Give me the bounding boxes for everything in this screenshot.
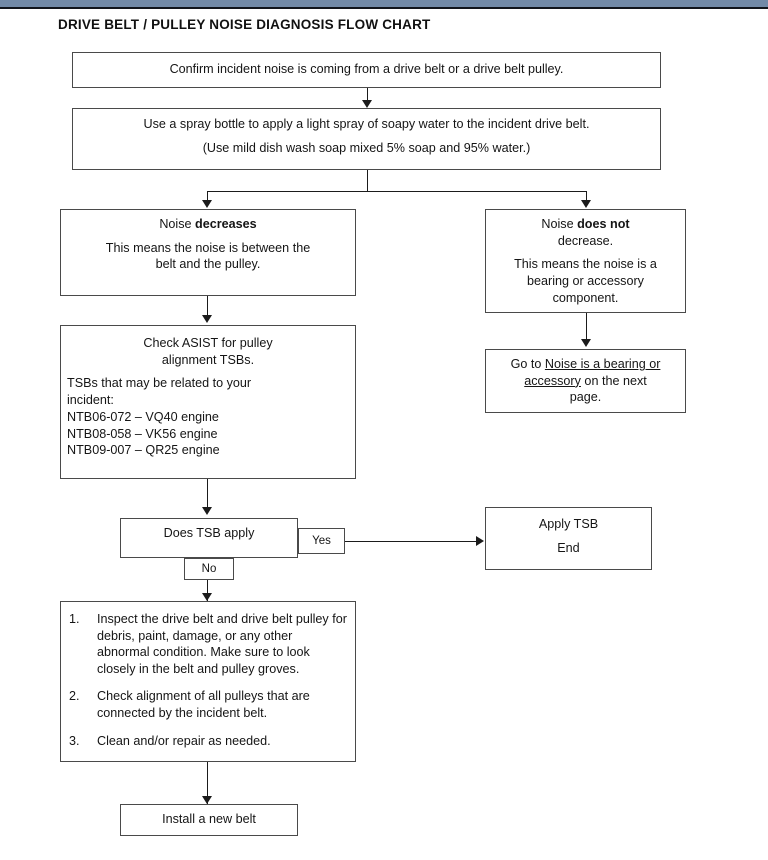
connector-asist-to-decision xyxy=(207,479,208,509)
node-noise-does-not-decrease-heading-line2: decrease. xyxy=(557,233,614,248)
node-check-asist-body-line1: TSBs that may be related to your xyxy=(67,376,252,391)
node-noise-decreases-heading-prefix: Noise xyxy=(159,217,196,231)
list-item: 3. Clean and/or repair as needed. xyxy=(67,733,347,750)
node-noise-does-not-decrease-heading-prefix: Noise xyxy=(541,217,578,231)
node-apply-soapy-water-line1: Use a spray bottle to apply a light spra… xyxy=(143,117,590,131)
node-go-to-next-page-line1: Go to Noise is a bearing or xyxy=(495,356,676,373)
node-check-asist-tsb-2: NTB09-007 – QR25 engine xyxy=(67,443,220,458)
node-noise-decreases-heading-bold: decreases xyxy=(195,217,257,231)
node-go-to-next-page-tail: page. xyxy=(569,390,602,405)
arrowhead-asist-to-decision xyxy=(202,507,212,515)
node-install-new-belt: Install a new belt xyxy=(120,804,298,836)
node-install-new-belt-text: Install a new belt xyxy=(162,812,256,826)
node-check-asist-tsb-1: NTB08-058 – VK56 engine xyxy=(67,426,218,441)
connector-inspect-to-install xyxy=(207,762,208,804)
node-apply-tsb-line2: End xyxy=(557,540,580,555)
spacer xyxy=(82,133,651,140)
list-item: 1. Inspect the drive belt and drive belt… xyxy=(67,611,347,677)
list-item: 2. Check alignment of all pulleys that a… xyxy=(67,688,347,721)
connector-spray-stem xyxy=(367,170,368,192)
node-confirm-noise-source-text: Confirm incident noise is coming from a … xyxy=(169,62,564,76)
node-apply-tsb-line1: Apply TSB xyxy=(538,517,599,531)
node-noise-does-not-decrease-heading-bold: does not xyxy=(577,217,630,231)
arrowhead-decreases-to-asist xyxy=(202,315,212,323)
node-check-asist-heading-line1: Check ASIST for pulley xyxy=(143,336,273,350)
node-check-asist-heading-line2: alignment TSBs. xyxy=(161,352,255,367)
arrowhead-not-decrease-to-goto xyxy=(581,339,591,347)
connector-branch-bus xyxy=(207,191,587,192)
node-noise-does-not-decrease-body-line3: component. xyxy=(552,290,619,305)
inspect-steps-list: 1. Inspect the drive belt and drive belt… xyxy=(67,611,347,749)
arrowhead-confirm-to-spray xyxy=(362,100,372,108)
connector-branch-right-drop xyxy=(586,191,587,203)
node-noise-decreases-heading: Noise decreases xyxy=(70,216,346,233)
spacer xyxy=(495,533,642,540)
step-text: Inspect the drive belt and drive belt pu… xyxy=(97,612,347,676)
connector-confirm-to-spray xyxy=(367,88,368,104)
page-title: DRIVE BELT / PULLEY NOISE DIAGNOSIS FLOW… xyxy=(58,17,431,32)
node-check-asist: Check ASIST for pulley alignment TSBs. T… xyxy=(60,325,356,479)
connector-not-decrease-to-goto xyxy=(586,313,587,341)
arrowhead-no-to-inspect xyxy=(202,593,212,601)
node-go-to-next-page-line2: accessory on the next xyxy=(495,373,676,390)
node-noise-decreases-body-line2: belt and the pulley. xyxy=(155,257,261,272)
arrowhead-branch-left xyxy=(202,200,212,208)
step-number: 2. xyxy=(69,689,80,704)
connector-label-no: No xyxy=(184,558,234,580)
node-check-asist-body-line2: incident: xyxy=(67,393,114,408)
connector-no-to-inspect xyxy=(207,580,208,601)
node-apply-tsb-end: Apply TSB End xyxy=(485,507,652,570)
node-does-tsb-apply: Does TSB apply xyxy=(120,518,298,558)
node-noise-does-not-decrease-body-line1: This means the noise is a xyxy=(514,257,657,272)
node-apply-soapy-water-line2: (Use mild dish wash soap mixed 5% soap a… xyxy=(202,140,531,155)
node-noise-does-not-decrease-body-line2: bearing or accessory xyxy=(527,274,644,289)
connector-decreases-to-asist xyxy=(207,296,208,318)
spacer xyxy=(70,368,346,375)
node-inspect-steps: 1. Inspect the drive belt and drive belt… xyxy=(60,601,356,762)
step-number: 3. xyxy=(69,733,80,748)
node-go-to-next-page: Go to Noise is a bearing or accessory on… xyxy=(485,349,686,413)
step-number: 1. xyxy=(69,612,80,626)
spacer xyxy=(70,233,346,240)
arrowhead-branch-right xyxy=(581,200,591,208)
node-check-asist-tsb-0: NTB06-072 – VQ40 engine xyxy=(67,409,219,424)
step-text: Check alignment of all pulleys that are … xyxy=(97,689,310,721)
spacer xyxy=(495,249,676,256)
node-noise-does-not-decrease-heading: Noise does not xyxy=(495,216,676,233)
node-does-tsb-apply-text: Does TSB apply xyxy=(163,526,255,540)
top-chrome-bar xyxy=(0,0,768,9)
arrowhead-yes-to-apply-tsb xyxy=(476,536,484,546)
step-text: Clean and/or repair as needed. xyxy=(97,733,271,748)
connector-yes-to-apply-tsb xyxy=(345,541,477,542)
connector-label-yes: Yes xyxy=(298,528,345,554)
node-go-to-next-page-link-part2[interactable]: accessory xyxy=(524,373,581,388)
connector-branch-left-drop xyxy=(207,191,208,203)
node-go-to-next-page-link-part1[interactable]: Noise is a bearing or xyxy=(544,357,661,371)
node-noise-does-not-decrease: Noise does not decrease. This means the … xyxy=(485,209,686,313)
node-noise-decreases-body-line1: This means the noise is between the xyxy=(105,240,311,255)
arrowhead-inspect-to-install xyxy=(202,796,212,804)
node-apply-soapy-water: Use a spray bottle to apply a light spra… xyxy=(72,108,661,170)
node-noise-decreases: Noise decreases This means the noise is … xyxy=(60,209,356,296)
node-go-to-next-page-prefix: Go to xyxy=(510,357,545,371)
node-go-to-next-page-suffix: on the next xyxy=(580,373,647,388)
node-confirm-noise-source: Confirm incident noise is coming from a … xyxy=(72,52,661,88)
